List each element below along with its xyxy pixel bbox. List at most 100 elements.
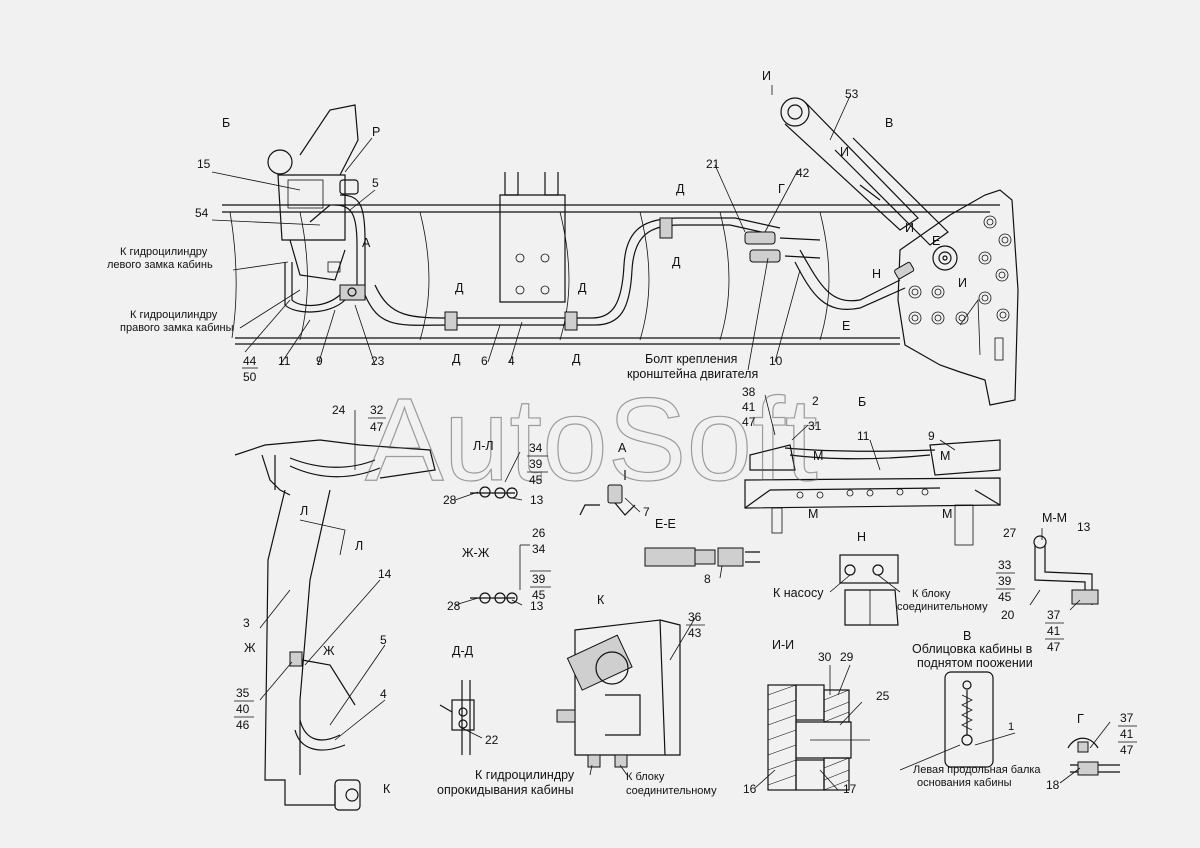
mark-l1: Л bbox=[300, 504, 308, 518]
part-18: 18 bbox=[1046, 778, 1060, 792]
part-41-b: 41 bbox=[742, 400, 756, 414]
part-9-top: 9 bbox=[316, 354, 323, 368]
part-50: 50 bbox=[243, 370, 257, 384]
mark-l2: Л bbox=[355, 539, 363, 553]
part-13-a: 13 bbox=[530, 493, 544, 507]
detail-a bbox=[579, 470, 636, 516]
part-14: 14 bbox=[378, 567, 392, 581]
mark-zh2: Ж bbox=[323, 644, 335, 658]
view-zh-zh: Ж-Ж bbox=[462, 546, 490, 560]
part-1: 1 bbox=[1008, 721, 1014, 733]
part-15: 15 bbox=[197, 157, 211, 171]
watermark: AutoSoft bbox=[365, 374, 818, 506]
frame-plate bbox=[897, 189, 1019, 406]
part-24: 24 bbox=[332, 403, 346, 417]
detail-k bbox=[556, 619, 681, 768]
part-5-lower: 5 bbox=[380, 633, 387, 647]
part-47-g: 47 bbox=[1120, 743, 1134, 757]
part-20: 20 bbox=[1001, 608, 1015, 622]
hand-pump bbox=[267, 104, 359, 281]
mark-g: Г bbox=[778, 182, 785, 196]
tilt-cylinder bbox=[771, 85, 958, 271]
part-47-m: 47 bbox=[1047, 640, 1061, 654]
detail-e-e bbox=[644, 547, 760, 567]
part-13-zh: 13 bbox=[530, 599, 544, 613]
detail-g bbox=[1067, 737, 1120, 776]
part-7: 7 bbox=[643, 505, 650, 519]
label-bolt-2: кронштейна двигателя bbox=[627, 367, 758, 381]
tee-fitting bbox=[339, 284, 366, 301]
part-9-lower: 9 bbox=[928, 429, 935, 443]
mark-i1: И bbox=[762, 69, 771, 83]
part-37-m: 37 bbox=[1047, 608, 1061, 622]
part-6: 6 bbox=[481, 354, 488, 368]
part-46: 46 bbox=[236, 718, 250, 732]
part-25: 25 bbox=[876, 689, 890, 703]
mark-e1: Е bbox=[932, 234, 940, 248]
mark-n: Н bbox=[872, 267, 881, 281]
mark-zh1: Ж bbox=[244, 641, 256, 655]
pipelines bbox=[284, 194, 906, 331]
view-e-e: Е-Е bbox=[655, 517, 676, 531]
label-block-k-2: соединительному bbox=[626, 785, 717, 797]
part-11-lower: 11 bbox=[857, 429, 870, 443]
leader-lines bbox=[211, 95, 1111, 791]
part-16: 16 bbox=[743, 782, 757, 796]
detail-m-m bbox=[1033, 535, 1099, 605]
part-34-a: 34 bbox=[529, 441, 543, 455]
part-8: 8 bbox=[704, 572, 711, 586]
view-g: Г bbox=[1077, 712, 1084, 726]
label-right-lock-1: К гидроцилиндру bbox=[130, 309, 218, 321]
label-cover-1: Облицовка кабины в bbox=[912, 642, 1033, 656]
part-13-m: 13 bbox=[1077, 520, 1091, 534]
part-53: 53 bbox=[845, 87, 859, 101]
frame-rail bbox=[222, 204, 1000, 345]
part-30: 30 bbox=[818, 650, 832, 664]
label-left-lock-2: левого замка кабинь bbox=[107, 259, 213, 271]
part-31: 31 bbox=[808, 419, 822, 433]
mark-k: К bbox=[383, 782, 391, 796]
part-38: 38 bbox=[742, 385, 756, 399]
mark-d5: Д bbox=[676, 182, 685, 196]
view-i-i: И-И bbox=[772, 638, 794, 652]
part-26: 26 bbox=[532, 526, 546, 540]
label-beam-1: Левая продольная балка bbox=[913, 764, 1041, 776]
label-bolt-1: Болт крепления bbox=[645, 352, 737, 366]
view-b-lower: Б bbox=[858, 395, 866, 409]
label-block-n-1: К блоку bbox=[912, 588, 951, 600]
view-n: Н bbox=[857, 530, 866, 544]
view-v-top: В bbox=[885, 116, 893, 130]
mark-m2: М bbox=[808, 507, 818, 521]
part-41-g: 41 bbox=[1120, 727, 1134, 741]
part-27: 27 bbox=[1003, 526, 1017, 540]
mark-i3: И bbox=[905, 221, 914, 235]
part-29: 29 bbox=[840, 650, 854, 664]
detail-d-d bbox=[439, 680, 475, 755]
part-35: 35 bbox=[236, 686, 250, 700]
coupling-fittings bbox=[744, 231, 915, 280]
part-11-top: 11 bbox=[278, 354, 291, 368]
part-45-a: 45 bbox=[529, 473, 543, 487]
part-37-g: 37 bbox=[1120, 711, 1134, 725]
label-left-lock-1: К гидроцилиндру bbox=[120, 246, 208, 258]
mark-d4: Д bbox=[572, 352, 581, 366]
mark-i4: И bbox=[958, 276, 967, 290]
view-a: А bbox=[618, 441, 627, 455]
part-2: 2 bbox=[812, 394, 819, 408]
part-45-zh: 45 bbox=[532, 588, 546, 602]
label-block-k-1: К блоку bbox=[626, 771, 665, 783]
view-k: К bbox=[597, 593, 605, 607]
mark-d1: Д bbox=[455, 281, 464, 295]
mark-d2: Д bbox=[452, 352, 461, 366]
part-23: 23 bbox=[371, 354, 385, 368]
part-36: 36 bbox=[688, 610, 702, 624]
part-33: 33 bbox=[998, 558, 1012, 572]
part-4-top: 4 bbox=[508, 354, 515, 368]
part-22: 22 bbox=[485, 733, 499, 747]
mark-d6: Д bbox=[672, 255, 681, 269]
part-47-l: 47 bbox=[370, 420, 384, 434]
mark-d3: Д bbox=[578, 281, 587, 295]
part-28-zh: 28 bbox=[447, 599, 461, 613]
